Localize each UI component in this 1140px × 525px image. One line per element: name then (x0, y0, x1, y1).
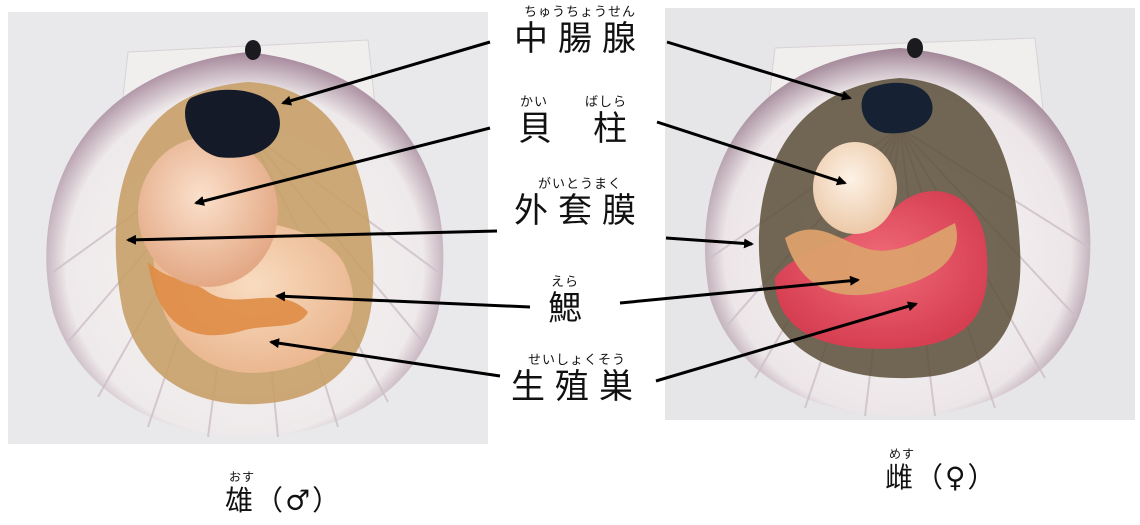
male-scallop-photo (8, 12, 488, 444)
arrow-gill-male (275, 291, 531, 309)
label-ruby: えら (550, 275, 579, 290)
arrow-gonad-female (655, 301, 918, 383)
arrow-adductor-female (656, 120, 847, 186)
arrow-mantle-female (665, 236, 754, 249)
arrow-gill-female (619, 275, 860, 305)
label-kanji: 鰓 (548, 289, 582, 329)
arrow-digestive-female (666, 40, 852, 101)
label-gonad: せいしょくそう 生殖巣 (497, 353, 657, 407)
male-scallop-illustration (46, 39, 444, 438)
label-ruby-a: かい (520, 95, 549, 110)
label-kanji-a: 貝 (518, 109, 562, 149)
label-digestive-gland: ちゅうちょうせん 中腸腺 (495, 5, 665, 59)
label-ruby: がいとうまく (537, 177, 622, 192)
female-scallop-illustration (704, 37, 1091, 417)
label-kanji: 中腸腺 (514, 19, 646, 59)
label-adductor-muscle: かい ばしら 貝 柱 (500, 95, 660, 149)
caption-ruby: おす (229, 470, 256, 484)
arrow-adductor-male (194, 126, 491, 206)
gill (785, 223, 957, 296)
adductor-muscle (813, 142, 897, 234)
label-kanji-b: 柱 (593, 109, 637, 149)
label-mantle: がいとうまく 外套膜 (505, 177, 655, 231)
label-kanji: 外套膜 (514, 191, 646, 231)
caption-text: 雌（♀） (885, 461, 998, 494)
gill (148, 262, 308, 336)
digestive-gland (861, 82, 933, 134)
arrow-gonad-male (269, 338, 501, 378)
caption-male: おす 雄（♂） (225, 470, 355, 518)
label-gill: えら 鰓 (530, 275, 600, 329)
label-kanji: 生殖巣 (511, 367, 643, 407)
caption-text: 雄（♂） (225, 484, 343, 517)
caption-ruby: めす (889, 447, 916, 461)
adductor-muscle (138, 137, 278, 287)
digestive-gland (185, 89, 280, 158)
arrow-digestive-male (281, 40, 491, 106)
caption-female: めす 雌（♀） (885, 447, 1015, 495)
label-ruby-b: ばしら (585, 95, 628, 110)
female-scallop-photo (665, 8, 1135, 420)
label-ruby: せいしょくそう (527, 353, 626, 368)
label-ruby: ちゅうちょうせん (523, 5, 636, 20)
arrow-mantle-male (126, 229, 498, 245)
